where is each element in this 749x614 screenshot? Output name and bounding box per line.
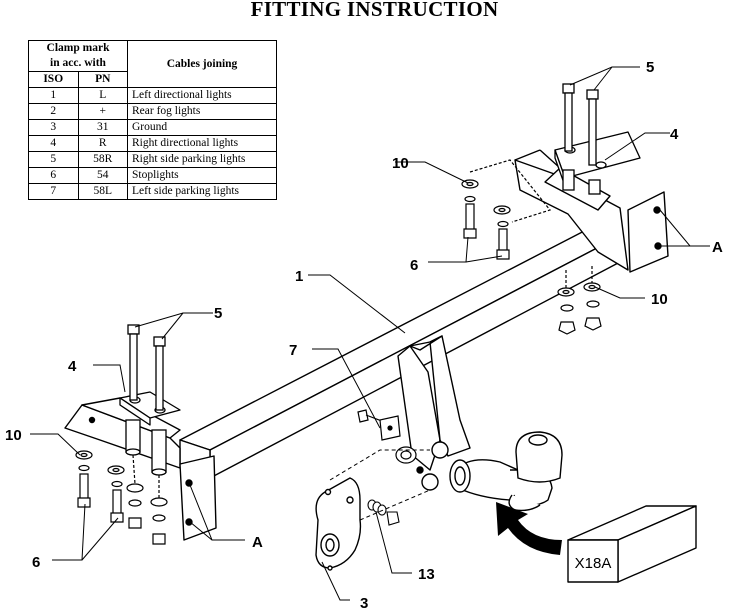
callout-a-right: A — [712, 239, 723, 256]
left-u-bolts — [125, 324, 167, 476]
cables-joining-header: Cables joining — [127, 40, 277, 88]
callout-6-left: 6 — [32, 554, 40, 571]
pn-cell: 58L — [77, 183, 128, 200]
clamp-mark-header-line2: in acc. with — [50, 57, 106, 69]
part-7-bolt — [357, 409, 417, 464]
right-side-bracket — [514, 149, 669, 273]
assembly-guide-lines — [329, 449, 431, 521]
tow-ball — [449, 431, 563, 512]
right-upper-fasteners — [461, 159, 552, 260]
pn-header: PN — [77, 71, 128, 88]
right-u-bolts — [562, 83, 601, 195]
install-direction-arrow — [496, 502, 562, 555]
clamp-mark-header-line1: Clamp mark — [46, 42, 110, 54]
callout-3: 3 — [360, 595, 368, 612]
callout-10-top: 10 — [392, 155, 409, 172]
left-clamp-plate — [119, 391, 181, 426]
callout-1: 1 — [295, 268, 303, 285]
model-box-label: X18A — [575, 555, 612, 572]
page-title: FITTING INSTRUCTION — [250, 0, 499, 21]
callout-5-right: 5 — [646, 59, 654, 76]
cable-cell: Left side parking lights — [127, 183, 277, 200]
table-row: 2+Rear fog lights — [28, 103, 277, 120]
callout-7: 7 — [289, 342, 297, 359]
callout-4-left: 4 — [68, 358, 77, 375]
right-lower-fasteners — [557, 266, 602, 335]
callout-13: 13 — [418, 566, 435, 583]
callout-10-left: 10 — [5, 427, 22, 444]
callout-5-left: 5 — [214, 305, 222, 322]
callout-a-left: A — [252, 534, 263, 551]
cable-joining-table: Clamp mark in acc. with Cables joining I… — [28, 40, 277, 200]
leader-lines — [30, 66, 710, 601]
callout-4-right: 4 — [670, 126, 679, 143]
left-fasteners — [75, 450, 168, 545]
cable-cell: Left directional lights — [127, 87, 277, 104]
cable-cell: Right directional lights — [127, 135, 277, 152]
towbar-neck — [397, 335, 471, 491]
callout-10-right: 10 — [651, 291, 668, 308]
socket-plate — [315, 477, 362, 571]
callout-labels: 1 3 4 4 5 5 6 6 7 10 10 10 13 A A — [5, 59, 723, 612]
part-13-fasteners — [367, 499, 400, 526]
model-box — [567, 505, 697, 583]
left-side-bracket — [64, 397, 217, 541]
callout-6-right: 6 — [410, 257, 418, 274]
cable-cell: Ground — [127, 119, 277, 136]
